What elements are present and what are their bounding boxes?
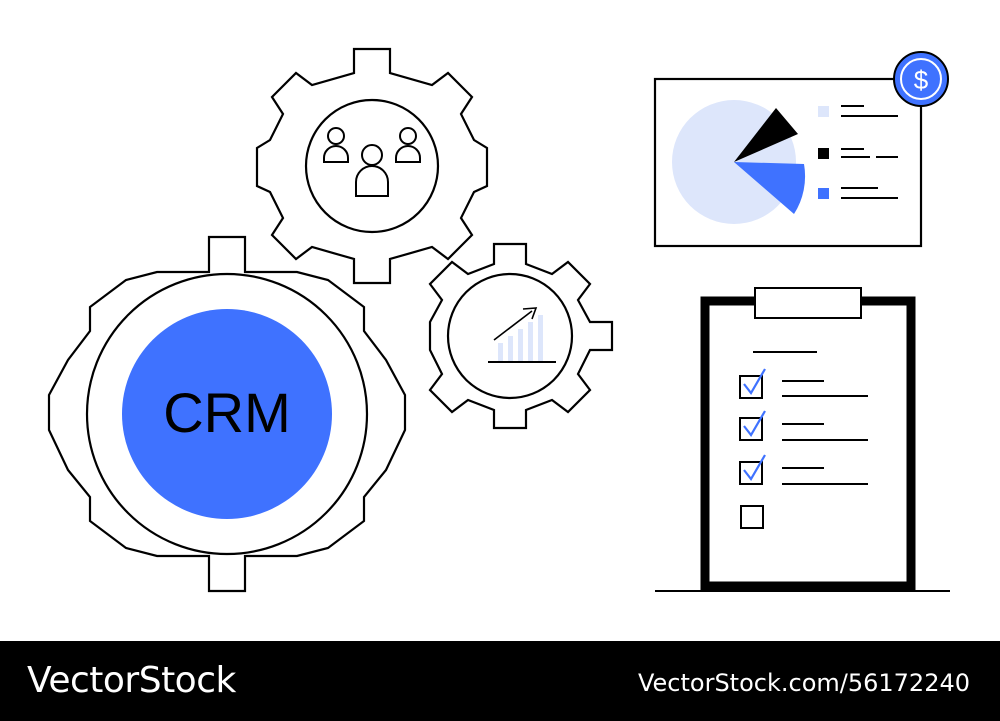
clipboard-checklist-icon <box>655 287 950 592</box>
dashboard-card: $ <box>653 51 949 248</box>
dollar-coin-icon: $ <box>893 51 949 107</box>
people-icon <box>323 127 421 197</box>
checklist-item <box>739 410 868 441</box>
brand-logo: VectorStock <box>27 660 236 701</box>
pie-chart-icon <box>672 100 806 224</box>
image-id: VectorStock.com/56172240 <box>637 669 970 697</box>
legend-lines <box>818 105 898 199</box>
watermark-footer: VectorStock VectorStock.com/56172240 <box>0 641 1000 721</box>
crm-illustration: CRM <box>47 47 950 593</box>
team-gear-icon <box>255 47 489 285</box>
checklist-item <box>740 505 764 529</box>
crm-circle <box>122 309 332 519</box>
crm-gear-icon: CRM <box>47 235 407 593</box>
checklist-item <box>739 454 868 485</box>
checklist-item <box>739 368 868 399</box>
growth-gear-icon <box>428 242 614 430</box>
dollar-symbol: $ <box>914 65 929 95</box>
bar-chart-icon <box>488 307 556 363</box>
crm-label: CRM <box>163 381 291 444</box>
